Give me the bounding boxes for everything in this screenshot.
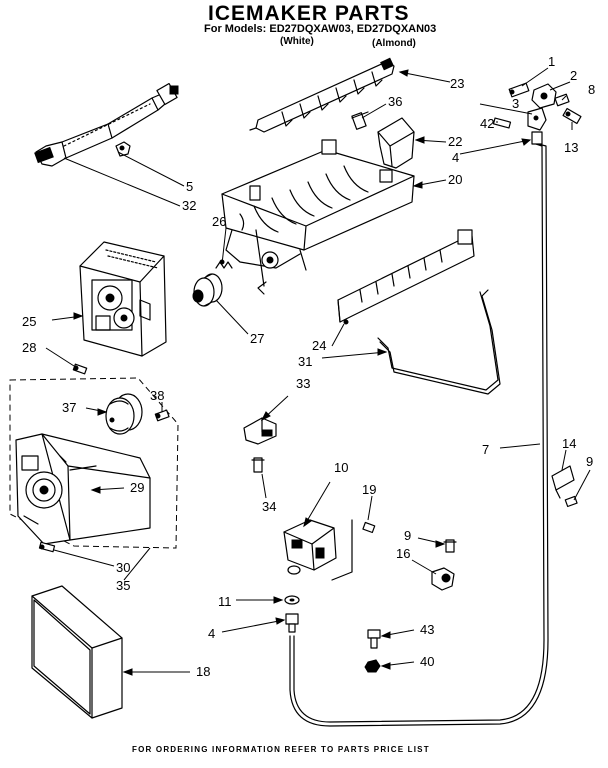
callout-38: 38 bbox=[150, 388, 164, 403]
callout-29: 29 bbox=[130, 480, 144, 495]
ice-mold-part bbox=[221, 139, 415, 295]
fitting-part-3 bbox=[527, 107, 547, 131]
water-line-part bbox=[289, 143, 549, 727]
bracket-part-33 bbox=[243, 417, 277, 445]
callout-7: 7 bbox=[482, 442, 489, 457]
spring-part-26 bbox=[215, 259, 233, 269]
callout-35: 35 bbox=[116, 578, 130, 593]
callout-22: 22 bbox=[448, 134, 462, 149]
screw-part-19 bbox=[362, 521, 376, 534]
shutoff-arm-part bbox=[377, 289, 501, 395]
control-housing-part bbox=[79, 241, 167, 357]
callout-20: 20 bbox=[448, 172, 462, 187]
fitting-part-4-lower bbox=[285, 613, 299, 633]
callout-36: 36 bbox=[388, 94, 402, 109]
clip-part-5 bbox=[115, 141, 131, 157]
callout-13: 13 bbox=[564, 140, 578, 155]
motor-part-37 bbox=[105, 393, 143, 435]
callout-9-lower: 9 bbox=[404, 528, 411, 543]
coupler-part-27 bbox=[192, 273, 223, 307]
fitting-part-4-upper bbox=[531, 131, 543, 145]
leader-lines bbox=[45, 67, 591, 676]
callout-26: 26 bbox=[212, 214, 226, 229]
callout-27: 27 bbox=[250, 331, 264, 346]
model-almond-label: (Almond) bbox=[372, 38, 416, 49]
callout-10: 10 bbox=[334, 460, 348, 475]
fill-tube-part bbox=[34, 82, 179, 167]
callout-23: 23 bbox=[450, 76, 464, 91]
model-white-label: (White) bbox=[280, 36, 314, 47]
callout-19: 19 bbox=[362, 482, 376, 497]
callout-34: 34 bbox=[262, 499, 276, 514]
callout-1: 1 bbox=[548, 54, 555, 69]
clip-part-14 bbox=[551, 465, 575, 499]
screw-part-28 bbox=[72, 363, 88, 375]
callout-2: 2 bbox=[570, 68, 577, 83]
mold-cover-part bbox=[337, 229, 475, 325]
callout-4-lower: 4 bbox=[208, 626, 215, 641]
callout-18: 18 bbox=[196, 664, 210, 679]
screw-part-42 bbox=[492, 117, 512, 129]
ordering-footer: FOR ORDERING INFORMATION REFER TO PARTS … bbox=[132, 745, 430, 754]
nut-part-40 bbox=[364, 659, 381, 673]
fitting-part-1 bbox=[508, 82, 530, 98]
model-numbers: For Models: ED27DQXAW03, ED27DQXAN03 bbox=[204, 23, 437, 35]
callout-11: 11 bbox=[218, 594, 232, 609]
water-valve-part bbox=[283, 519, 353, 581]
callout-14: 14 bbox=[562, 436, 576, 451]
callout-37: 37 bbox=[62, 400, 76, 415]
callout-31: 31 bbox=[298, 354, 312, 369]
screw-part-30 bbox=[38, 541, 56, 553]
washer-part-11 bbox=[284, 595, 300, 605]
callout-25: 25 bbox=[22, 314, 36, 329]
callout-8: 8 bbox=[588, 82, 595, 97]
callout-5: 5 bbox=[186, 179, 193, 194]
ejector-part bbox=[249, 57, 395, 133]
callout-24: 24 bbox=[312, 338, 326, 353]
screw-part-36 bbox=[351, 111, 369, 130]
screw-part-38 bbox=[154, 409, 170, 422]
cover-part bbox=[31, 585, 123, 719]
module-group-outline bbox=[9, 377, 179, 549]
callout-28: 28 bbox=[22, 340, 36, 355]
callout-32: 32 bbox=[182, 198, 196, 213]
callout-16: 16 bbox=[396, 546, 410, 561]
callout-30: 30 bbox=[116, 560, 130, 575]
diagram-title: ICEMAKER PARTS bbox=[208, 2, 410, 25]
callout-labels: 1 2 3 8 42 13 4 23 36 22 20 5 32 26 27 2… bbox=[22, 54, 595, 679]
callout-42: 42 bbox=[480, 116, 494, 131]
fitting-part-43 bbox=[367, 629, 381, 649]
screw-part-34 bbox=[251, 457, 265, 473]
callout-3: 3 bbox=[512, 96, 519, 111]
callout-4-upper: 4 bbox=[452, 150, 459, 165]
screw-part-9-lower bbox=[443, 539, 457, 553]
callout-33: 33 bbox=[296, 376, 310, 391]
callout-43: 43 bbox=[420, 622, 434, 637]
callout-9-right: 9 bbox=[586, 454, 593, 469]
callout-40: 40 bbox=[420, 654, 434, 669]
clamp-part-16 bbox=[431, 567, 455, 591]
stripper-part bbox=[377, 117, 415, 169]
module-part-29 bbox=[15, 433, 151, 545]
screw-part-13 bbox=[562, 107, 582, 125]
fitting-part-2 bbox=[531, 83, 557, 109]
